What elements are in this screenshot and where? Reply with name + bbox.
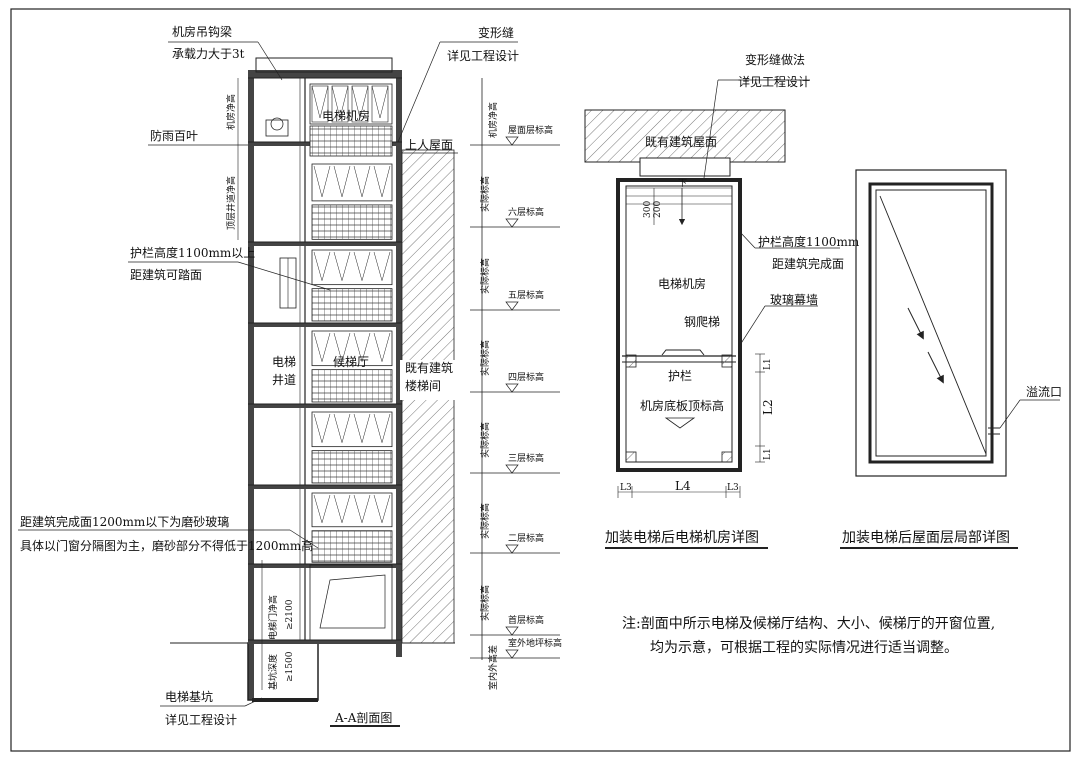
level-label: 首层标高 [508, 614, 544, 626]
roof-access-label: 上人屋面 [405, 138, 453, 152]
lobby-label: 候梯厅 [333, 355, 369, 369]
joint-method-detail: 详见工程设计 [738, 74, 810, 89]
steel-ladder-label: 钢爬梯 [684, 315, 720, 329]
machine-room-detail-title: 加装电梯后电梯机房详图 [605, 530, 759, 546]
pit-depth-value: ≥1500 [285, 651, 295, 682]
roof-detail [840, 169, 1060, 549]
shaft-label-2: 井道 [272, 373, 296, 387]
existing-stair-label-1: 既有建筑 [405, 360, 453, 375]
level-label: 屋面层标高 [508, 124, 553, 136]
down-label: 下 [678, 179, 687, 189]
machine-room-clear-height: 机房净高 [225, 94, 237, 130]
existing-roof-label: 既有建筑屋面 [645, 134, 717, 149]
hook-beam-label: 机房吊钩梁 [172, 24, 232, 39]
door-clear-value: ≥2100 [285, 599, 295, 630]
dim-l1-bottom: L1 [763, 448, 773, 460]
level-label: 室外地坪标高 [508, 637, 562, 649]
curtain-wall-label: 玻璃幕墙 [770, 293, 818, 307]
actual-height-2: 实际标高 [479, 503, 491, 539]
top-shaft-clear-height: 顶层井道净高 [225, 176, 237, 230]
shaft-label-1: 电梯 [272, 355, 296, 369]
dim-l1-top: L1 [763, 358, 773, 370]
level-label: 四层标高 [508, 371, 544, 383]
level-label: 三层标高 [508, 452, 544, 464]
level-label: 二层标高 [508, 532, 544, 544]
railing-height-label: 护栏高度1100mm以上 [130, 245, 255, 260]
section-view [18, 41, 560, 727]
dim-300: 300 [643, 201, 653, 218]
sheet-border [10, 8, 1071, 752]
frosted-glass-label: 距建筑完成面1200mm以下为磨砂玻璃 [20, 514, 229, 529]
level-label: 六层标高 [508, 206, 544, 218]
joint-method-label: 变形缝做法 [745, 52, 805, 67]
section-title: A-A剖面图 [334, 711, 392, 725]
note-line-1: 注:剖面中所示电梯及候梯厅结构、大小、候梯厅的开窗位置, [622, 615, 995, 632]
indoor-outdoor-diff: 室内外高差 [487, 645, 499, 690]
elevator-pit [247, 642, 319, 701]
machine-room-height-right: 机房净高 [487, 102, 499, 138]
machine-room-detail [584, 79, 840, 549]
expansion-joint-label: 变形缝 [478, 25, 514, 40]
expansion-joint-detail-label: 详见工程设计 [447, 48, 519, 63]
pit-depth-label: 基坑深度 [267, 654, 279, 690]
actual-height-6: 实际标高 [479, 176, 491, 212]
louver-label: 防雨百叶 [150, 128, 198, 143]
pit-label: 电梯基坑 [165, 689, 213, 704]
pit-detail-label: 详见工程设计 [165, 712, 237, 727]
note-line-2: 均为示意，可根据工程的实际情况进行适当调整。 [650, 639, 958, 656]
actual-height-5: 实际标高 [479, 258, 491, 294]
mr-railing-label: 护栏高度1100mm [758, 234, 860, 249]
dim-l4: L4 [675, 479, 691, 493]
level-label: 五层标高 [508, 289, 544, 301]
railing-reference-label: 距建筑可踏面 [130, 267, 202, 282]
guardrail-label: 护栏 [668, 368, 692, 383]
actual-height-1: 实际标高 [479, 585, 491, 621]
dim-l3-right: L3 [727, 483, 739, 493]
door-clear-label: 电梯门净高 [267, 595, 279, 640]
slab-level-label: 机房底板顶标高 [640, 398, 724, 413]
dim-l3-left: L3 [620, 483, 632, 493]
machine-room-label: 电梯机房 [322, 108, 370, 123]
hook-beam-capacity-label: 承载力大于3t [172, 47, 245, 61]
mr-machine-room-label: 电梯机房 [658, 276, 706, 291]
actual-height-3: 实际标高 [479, 422, 491, 458]
mr-railing-reference: 距建筑完成面 [772, 256, 844, 271]
existing-stair-label-2: 楼梯间 [405, 378, 441, 393]
frosted-glass-note: 具体以门窗分隔图为主，磨砂部分不得低于1200mm高 [20, 538, 313, 553]
actual-height-4: 实际标高 [479, 340, 491, 376]
dim-200: 200 [653, 201, 663, 218]
overflow-outlet-label: 溢流口 [1026, 385, 1062, 399]
dim-l2: L2 [761, 399, 775, 415]
roof-detail-title: 加装电梯后屋面层局部详图 [842, 530, 1010, 546]
